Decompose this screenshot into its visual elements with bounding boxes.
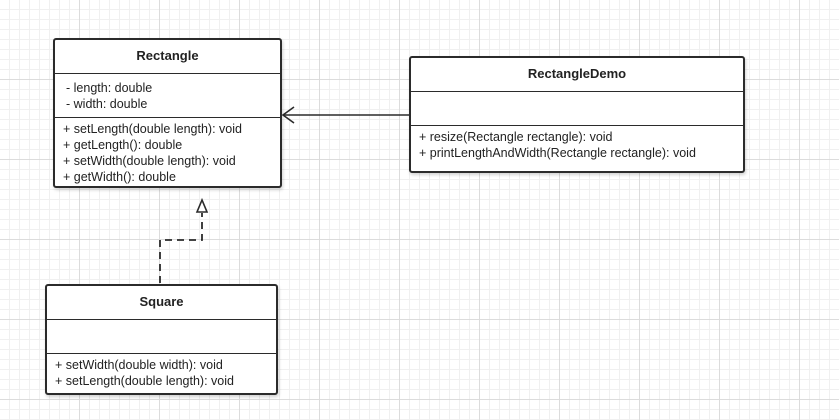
operation-item: + setLength(double length): void: [63, 122, 242, 136]
open-arrow-head-icon: [281, 106, 295, 124]
operation-item: + setWidth(double length): void: [63, 154, 236, 168]
attribute-item: - width: double: [66, 97, 148, 111]
operation-item: + getLength(): double: [63, 138, 183, 152]
operation-item: + setWidth(double width): void: [55, 358, 223, 372]
class-box-rectangledemo[interactable]: RectangleDemo + resize(Rectangle rectang…: [409, 56, 745, 173]
hollow-triangle-arrow-icon: [195, 197, 209, 213]
association-edge[interactable]: [281, 106, 409, 124]
attributes-compartment: - length: double - width: double: [55, 74, 280, 118]
operation-item: + resize(Rectangle rectangle): void: [419, 130, 613, 144]
class-name: RectangleDemo: [411, 58, 743, 92]
operation-item: + getWidth(): double: [63, 170, 176, 184]
realization-dashed-line: [159, 213, 203, 283]
attribute-item: - length: double: [66, 81, 153, 95]
class-box-square[interactable]: Square + setWidth(double width): void + …: [45, 284, 278, 395]
attributes-compartment: [411, 92, 743, 126]
operations-compartment: + setWidth(double width): void + setLeng…: [47, 354, 276, 393]
class-name: Rectangle: [55, 40, 280, 74]
class-name: Square: [47, 286, 276, 320]
attributes-compartment: [47, 320, 276, 354]
realization-edge[interactable]: [159, 197, 209, 283]
class-box-rectangle[interactable]: Rectangle - length: double - width: doub…: [53, 38, 282, 188]
operations-compartment: + setLength(double length): void + getLe…: [55, 118, 280, 186]
operation-item: + setLength(double length): void: [55, 374, 234, 388]
operation-item: + printLengthAndWidth(Rectangle rectangl…: [419, 146, 696, 160]
operations-compartment: + resize(Rectangle rectangle): void + pr…: [411, 126, 743, 165]
